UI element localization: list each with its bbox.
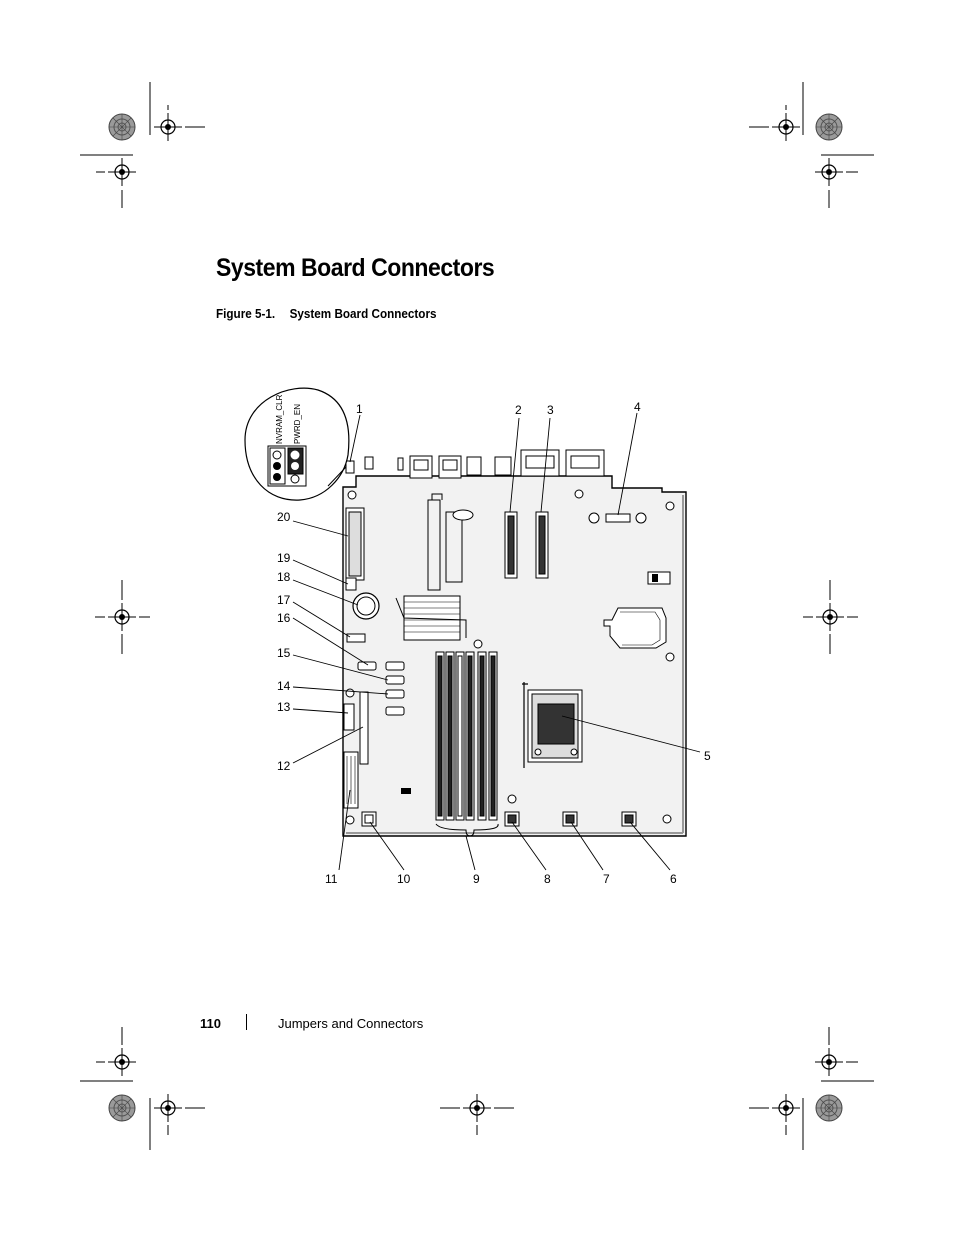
callout-15: 15 [277, 646, 291, 660]
pcie-slots [504, 511, 549, 579]
callout-8: 8 [544, 872, 551, 886]
footer-section-name: Jumpers and Connectors [278, 1016, 424, 1031]
callout-16: 16 [277, 611, 291, 625]
callout-2: 2 [515, 403, 522, 417]
callout-numbers: 1 2 3 4 5 6 7 8 9 10 11 12 13 14 15 16 1… [277, 400, 711, 886]
callout-5: 5 [704, 749, 711, 763]
jumper-label-pwrd-en: PWRD_EN [293, 404, 302, 444]
callout-1: 1 [356, 402, 363, 416]
callout-17: 17 [277, 593, 291, 607]
board-outline [342, 475, 687, 837]
chipset-heatsink [395, 595, 467, 641]
internal-module [647, 571, 671, 585]
dimm-brace [435, 823, 499, 837]
callout-10: 10 [397, 872, 411, 886]
figure-title: System Board Connectors [289, 306, 437, 321]
callout-12: 12 [277, 759, 291, 773]
callout-7: 7 [603, 872, 610, 886]
rear-io-connectors [364, 449, 605, 479]
small-chip [401, 788, 411, 794]
callout-4: 4 [634, 400, 641, 414]
footer-separator [246, 1014, 247, 1030]
dimm-slots [435, 651, 498, 821]
callout-11: 11 [325, 872, 338, 886]
callout-leaders [292, 412, 701, 871]
page-title: System Board Connectors [216, 254, 495, 282]
coin-battery [352, 592, 380, 620]
fan-connectors [361, 811, 637, 827]
page-number: 110 [200, 1016, 221, 1031]
connector-13 [343, 703, 355, 731]
connector-17 [346, 633, 366, 643]
riser-brackets [427, 493, 474, 591]
callout-9: 9 [473, 872, 480, 886]
figure-caption: Figure 5-1. System Board Connectors [216, 306, 437, 321]
jumper-magnified: NVRAM_CLR PWRD_EN [244, 387, 350, 501]
connector-19 [345, 577, 357, 591]
callout-18: 18 [277, 570, 291, 584]
callout-13: 13 [277, 700, 291, 714]
power-connector-24pin [345, 507, 365, 581]
power-block-right [603, 607, 667, 649]
connector-11 [343, 751, 359, 809]
callout-20: 20 [277, 510, 291, 524]
callout-19: 19 [277, 551, 291, 565]
internal-usb-connector [588, 512, 647, 524]
callout-3: 3 [547, 403, 554, 417]
mounting-holes [345, 489, 675, 825]
callout-14: 14 [277, 679, 291, 693]
processor-socket [522, 682, 583, 768]
callout-6: 6 [670, 872, 677, 886]
jumper-label-nvram-clr: NVRAM_CLR [275, 394, 284, 444]
figure-number: Figure 5-1. [216, 306, 276, 321]
